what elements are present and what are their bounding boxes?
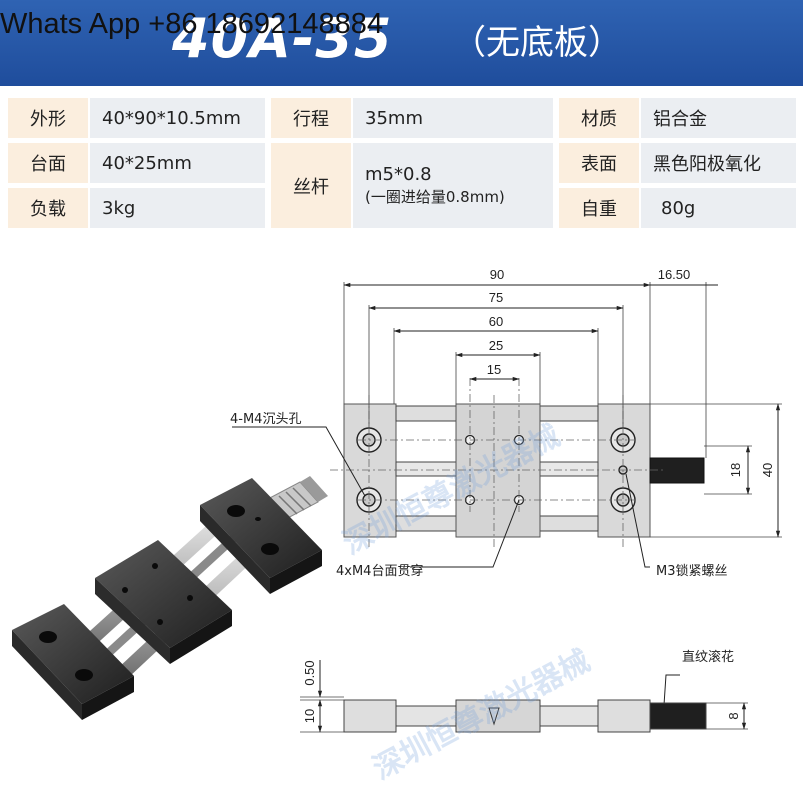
top-view [232, 282, 782, 706]
dim-18: 18 [728, 463, 743, 477]
product-subtitle: （无底板） [452, 23, 622, 63]
end-block-left [12, 604, 134, 720]
product-render [12, 476, 328, 720]
spec-label-screw: 丝杆 [271, 143, 351, 228]
product-title: 40A-35 [172, 7, 393, 70]
annot-counterbore: 4-M4沉头孔 [230, 412, 301, 427]
spec-label-stroke: 行程 [271, 98, 351, 138]
dim-60: 60 [489, 314, 503, 329]
dim-75: 75 [489, 290, 503, 305]
spec-label-weight: 自重 [559, 188, 639, 228]
dim-0-50: 0.50 [302, 660, 317, 685]
side-view [300, 660, 748, 733]
dim-10: 10 [302, 709, 317, 723]
spec-value-weight: 80g [641, 188, 796, 228]
spec-label-material: 材质 [559, 98, 639, 138]
dim-90: 90 [490, 267, 504, 282]
spec-table: 外形 40*90*10.5mm 行程 35mm 材质 铝合金 台面 40*25m… [8, 98, 796, 228]
spec-label-surface: 表面 [559, 143, 639, 183]
screw-feed: (一圈进给量0.8mm) [365, 187, 505, 206]
dim-25: 25 [489, 338, 503, 353]
carriage-block [95, 540, 232, 664]
contact-watermark: Whats App +86 18692148884 [0, 8, 383, 40]
dim-15: 15 [487, 362, 501, 377]
spec-value-stroke: 35mm [353, 98, 553, 138]
dim-8: 8 [726, 712, 741, 719]
title-banner: 40A-35 （无底板） [0, 0, 803, 86]
technical-drawing: 90 75 60 25 15 16.50 18 40 0.50 10 8 4-M… [12, 267, 782, 733]
spec-value-surface: 黑色阳极氧化 [641, 143, 796, 183]
spec-value-material: 铝合金 [641, 98, 796, 138]
screw-thread: m5*0.8 [365, 163, 432, 185]
spec-label-shape: 外形 [8, 98, 88, 138]
dim-40: 40 [760, 463, 775, 477]
dim-16-50: 16.50 [658, 267, 691, 282]
spec-label-table: 台面 [8, 143, 88, 183]
dimension-labels: 90 75 60 25 15 16.50 18 40 0.50 10 8 [302, 267, 775, 723]
spec-value-screw: m5*0.8 (一圈进给量0.8mm) [353, 143, 553, 228]
spec-value-table: 40*25mm [90, 143, 265, 183]
annot-table-through: 4xM4台面贯穿 [336, 563, 423, 579]
end-block-right [200, 478, 322, 594]
annotation-labels: 4-M4沉头孔 4xM4台面贯穿 M3锁紧螺丝 直纹滚花 [230, 412, 734, 665]
annot-set-screw: M3锁紧螺丝 [656, 563, 728, 579]
spec-label-load: 负载 [8, 188, 88, 228]
spec-value-load: 3kg [90, 188, 265, 228]
spec-value-shape: 40*90*10.5mm [90, 98, 265, 138]
annot-knurl: 直纹滚花 [682, 649, 734, 665]
